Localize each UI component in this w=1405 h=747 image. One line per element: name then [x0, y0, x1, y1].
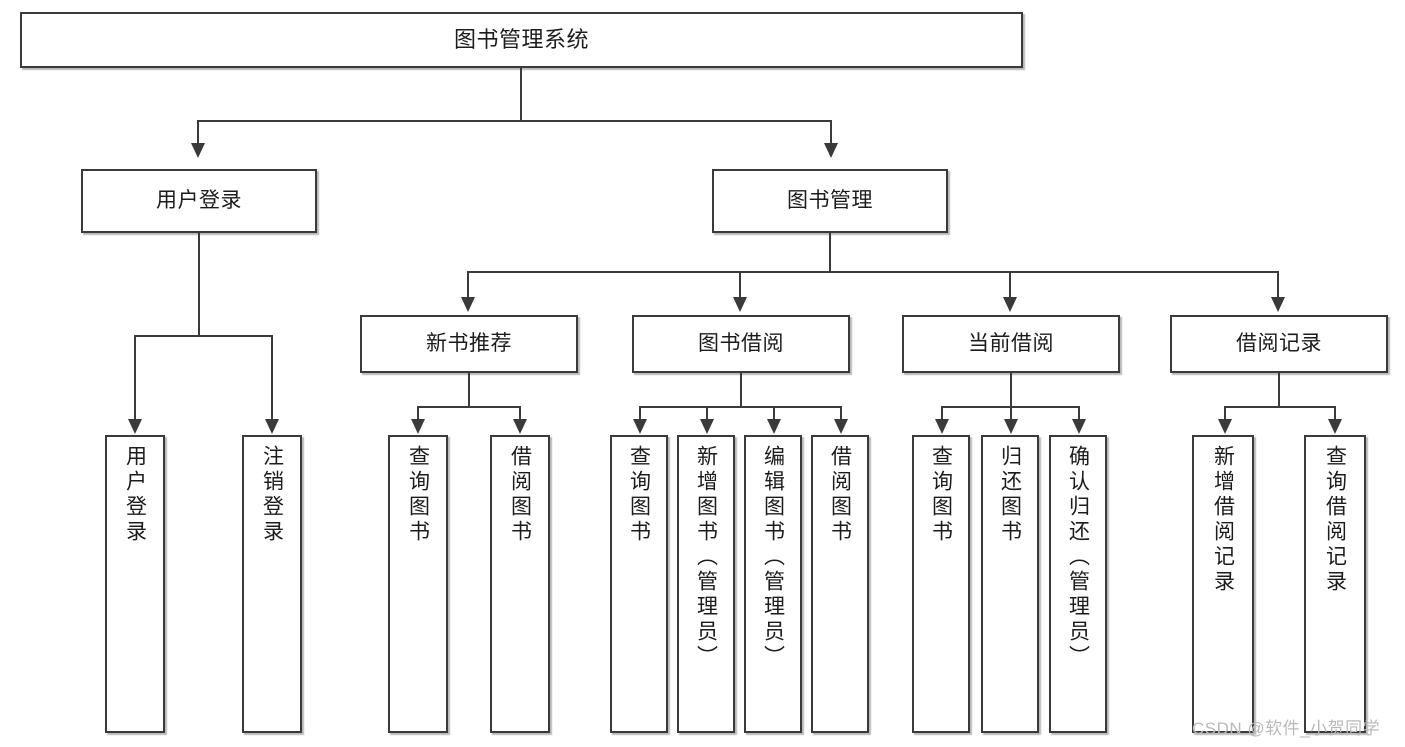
connector-drop-new-book	[467, 271, 469, 299]
node-label: 用户登录	[156, 188, 242, 212]
connector-drop-borrow-record	[1277, 271, 1279, 299]
connector-drop-bb-edit	[773, 406, 775, 420]
node-label: 编辑图书（管理员）	[761, 445, 785, 670]
connector-level3-bus	[467, 271, 1279, 273]
node-label: 注销登录	[260, 445, 284, 545]
node-label: 查询借阅记录	[1323, 445, 1347, 595]
connector-drop-br-add	[1224, 406, 1226, 420]
connector-drop-current-borrow	[1009, 271, 1011, 299]
arrowhead-leaf-logout	[265, 419, 279, 434]
arrowhead-leaf-user-login	[128, 419, 142, 434]
connector-root-stem	[520, 68, 522, 120]
node-label: 当前借阅	[968, 331, 1054, 355]
node-label: 查询图书	[406, 445, 430, 545]
leaf-current-query-books[interactable]: 查询图书	[912, 435, 970, 733]
connector-drop-cb-return	[1010, 406, 1012, 420]
connector-drop-user-login	[197, 120, 199, 145]
node-current-borrow[interactable]: 当前借阅	[902, 315, 1120, 373]
arrowhead-nb-borrow	[513, 419, 527, 434]
node-new-book-recommend[interactable]: 新书推荐	[360, 315, 578, 373]
arrowhead-cb-query	[935, 419, 949, 434]
node-label: 查询图书	[929, 445, 953, 545]
node-label: 确认归还（管理员）	[1066, 445, 1090, 670]
connector-drop-cb-confirm	[1078, 406, 1080, 420]
leaf-logout[interactable]: 注销登录	[242, 435, 302, 733]
leaf-borrow-edit-book-admin[interactable]: 编辑图书（管理员）	[744, 435, 802, 733]
arrowhead-user-login	[191, 143, 205, 158]
connector-drop-br-query	[1334, 406, 1336, 420]
connector-new-book-stem	[468, 373, 470, 406]
connector-current-borrow-stem	[1010, 373, 1012, 406]
arrowhead-book-manage	[824, 143, 838, 158]
node-label: 新增图书（管理员）	[694, 445, 718, 670]
connector-book-borrow-stem	[740, 373, 742, 406]
node-user-login[interactable]: 用户登录	[81, 169, 317, 233]
leaf-borrow-query-books[interactable]: 查询图书	[610, 435, 668, 733]
connector-borrow-record-stem	[1278, 373, 1280, 406]
connector-level2-bus	[197, 120, 832, 122]
arrowhead-current-borrow	[1003, 297, 1017, 312]
connector-drop-leaf-user-login	[134, 335, 136, 420]
node-label: 归还图书	[998, 445, 1022, 545]
arrowhead-cb-return	[1004, 419, 1018, 434]
arrowhead-bb-borrow	[834, 419, 848, 434]
node-label: 用户登录	[123, 445, 147, 545]
connector-drop-book-manage	[830, 120, 832, 145]
node-label: 查询图书	[627, 445, 651, 545]
node-label: 图书管理	[787, 188, 873, 212]
arrowhead-new-book	[461, 297, 475, 312]
connector-drop-bb-add	[706, 406, 708, 420]
connector-drop-bb-query	[639, 406, 641, 420]
leaf-user-login[interactable]: 用户登录	[105, 435, 165, 733]
node-label: 新书推荐	[426, 331, 512, 355]
arrowhead-bb-add	[700, 419, 714, 434]
node-book-management[interactable]: 图书管理	[712, 169, 948, 233]
leaf-newbook-borrow-books[interactable]: 借阅图书	[490, 435, 550, 733]
node-label: 图书管理系统	[453, 26, 589, 52]
node-root-system[interactable]: 图书管理系统	[20, 12, 1023, 68]
connector-drop-cb-query	[941, 406, 943, 420]
arrowhead-cb-confirm	[1072, 419, 1086, 434]
connector-drop-nb-borrow	[519, 406, 521, 420]
connector-user-login-stem	[198, 233, 200, 335]
leaf-current-return-books[interactable]: 归还图书	[981, 435, 1039, 733]
connector-drop-bb-borrow	[840, 406, 842, 420]
node-borrow-record[interactable]: 借阅记录	[1170, 315, 1388, 373]
node-label: 图书借阅	[698, 331, 784, 355]
arrowhead-nb-query	[411, 419, 425, 434]
node-label: 借阅图书	[828, 445, 852, 545]
arrowhead-br-add	[1218, 419, 1232, 434]
node-book-borrow[interactable]: 图书借阅	[632, 315, 850, 373]
leaf-borrow-add-book-admin[interactable]: 新增图书（管理员）	[677, 435, 735, 733]
leaf-borrow-borrow-books[interactable]: 借阅图书	[811, 435, 869, 733]
watermark-text: CSDN @软件_小贺同学	[1192, 719, 1381, 738]
node-label: 新增借阅记录	[1211, 445, 1235, 595]
arrowhead-book-borrow	[733, 297, 747, 312]
arrowhead-bb-edit	[767, 419, 781, 434]
leaf-record-query-record[interactable]: 查询借阅记录	[1304, 435, 1366, 733]
connector-drop-leaf-logout	[271, 335, 273, 420]
node-label: 借阅图书	[508, 445, 532, 545]
connector-book-manage-stem	[829, 233, 831, 271]
leaf-record-add-record[interactable]: 新增借阅记录	[1192, 435, 1254, 733]
connector-user-login-bus	[134, 335, 272, 337]
connector-book-borrow-bus	[639, 406, 842, 408]
leaf-current-confirm-return-admin[interactable]: 确认归还（管理员）	[1049, 435, 1107, 733]
arrowhead-bb-query	[633, 419, 647, 434]
connector-drop-book-borrow	[739, 271, 741, 299]
connector-borrow-record-bus	[1224, 406, 1336, 408]
leaf-newbook-query-books[interactable]: 查询图书	[388, 435, 448, 733]
connector-new-book-bus	[417, 406, 521, 408]
arrowhead-br-query	[1328, 419, 1342, 434]
node-label: 借阅记录	[1236, 331, 1322, 355]
connector-drop-nb-query	[417, 406, 419, 420]
arrowhead-borrow-record	[1271, 297, 1285, 312]
